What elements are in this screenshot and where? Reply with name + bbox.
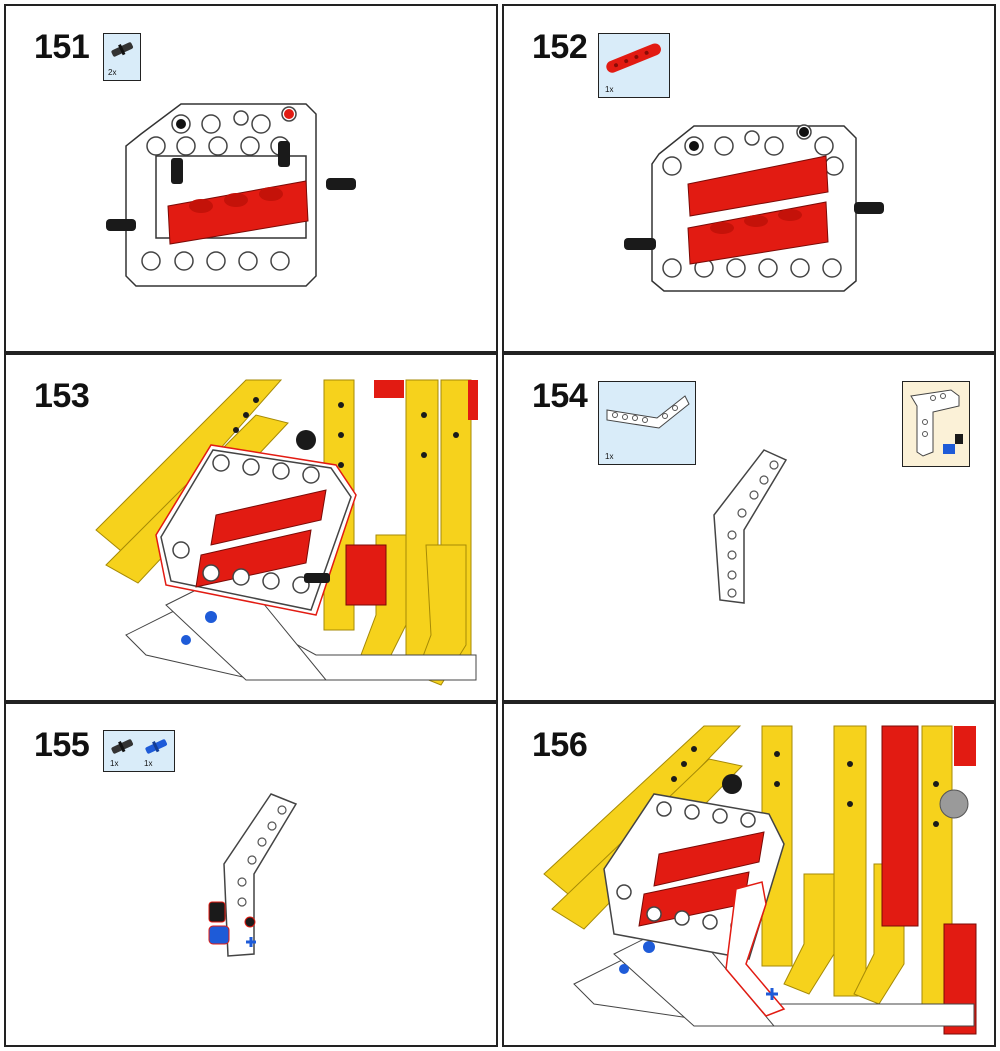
subassembly-icon (910, 389, 963, 457)
step-number: 154 (532, 377, 588, 415)
part-quantity: 1x (605, 85, 614, 94)
part-quantity: 1x (144, 759, 153, 768)
step-panel-153: 153 (4, 353, 498, 702)
step-number: 153 (34, 377, 90, 415)
step-number: 155 (34, 726, 90, 764)
pins-icon (111, 739, 168, 754)
part-quantity: 1x (110, 759, 119, 768)
parts-callout: 1x 1x (103, 730, 175, 772)
step-number: 156 (532, 726, 588, 764)
parts-callout: 2x (103, 33, 141, 81)
step-panel-152: 152 1x (502, 4, 996, 353)
angled-beam-icon (606, 395, 690, 429)
parts-callout: 1x (598, 381, 696, 465)
step-panel-156: 156 (502, 702, 996, 1047)
friction-pin-icon (111, 42, 134, 57)
part-quantity: 1x (605, 452, 614, 461)
assembly-illustration (106, 103, 356, 287)
assembly-illustration (713, 449, 788, 604)
assembly-illustration (95, 379, 478, 686)
step-panel-155: 155 1x 1x (4, 702, 498, 1047)
red-beam-icon (606, 43, 661, 73)
assembly-illustration (624, 124, 884, 292)
assembly-illustration (543, 725, 977, 1035)
parts-callout: 1x (598, 33, 670, 98)
step-panel-151: 151 2x (4, 4, 498, 353)
step-number: 152 (532, 28, 588, 66)
step-number: 151 (34, 28, 90, 66)
step-panel-154: 154 1x (502, 353, 996, 702)
subassembly-preview (902, 381, 970, 467)
assembly-illustration (208, 793, 298, 957)
part-quantity: 2x (108, 68, 117, 77)
